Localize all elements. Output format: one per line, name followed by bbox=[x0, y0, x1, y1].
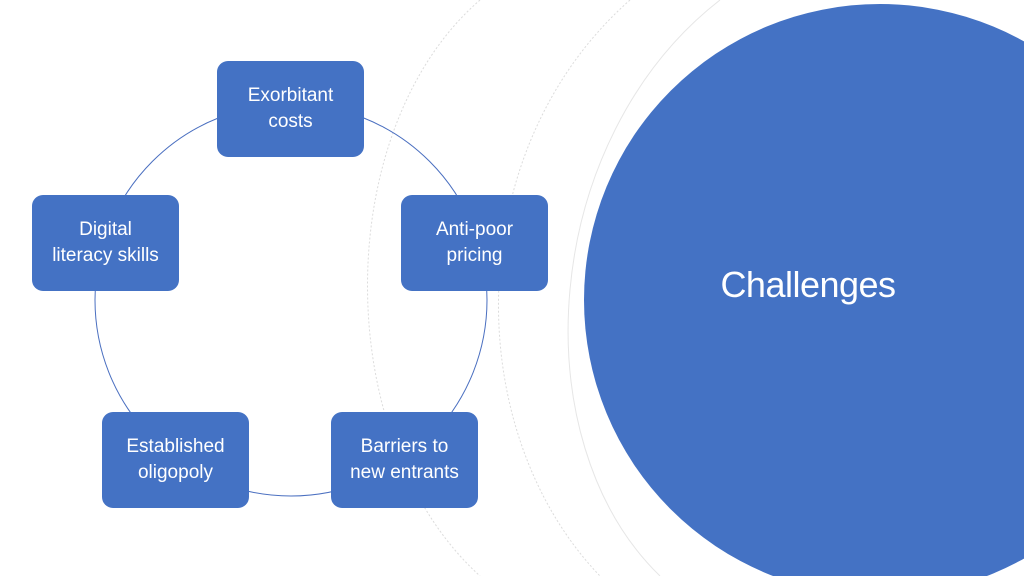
cycle-node-label: Exorbitant costs bbox=[247, 85, 334, 132]
cycle-node-label: Established oligopoly bbox=[126, 436, 225, 483]
decorative-arc-middle bbox=[497, 0, 631, 576]
cycle-node-label: Digital literacy skills bbox=[52, 219, 159, 266]
cycle-node-exorbitant-costs: Exorbitant costs bbox=[217, 61, 364, 157]
title-circle bbox=[584, 4, 1024, 576]
cycle-node-label: Anti-poor pricing bbox=[435, 219, 514, 266]
slide-title: Challenges bbox=[720, 264, 896, 305]
decorative-arc-outer bbox=[367, 0, 481, 576]
cycle-node-barriers-to-new-entrants: Barriers to new entrants bbox=[331, 412, 478, 508]
decorative-arc-inner bbox=[567, 0, 721, 576]
cycle-node-label: Barriers to new entrants bbox=[350, 436, 459, 483]
cycle-node-established-oligopoly: Established oligopoly bbox=[102, 412, 249, 508]
cycle-node-digital-literacy-skills: Digital literacy skills bbox=[32, 195, 179, 291]
cycle-node-anti-poor-pricing: Anti-poor pricing bbox=[401, 195, 548, 291]
